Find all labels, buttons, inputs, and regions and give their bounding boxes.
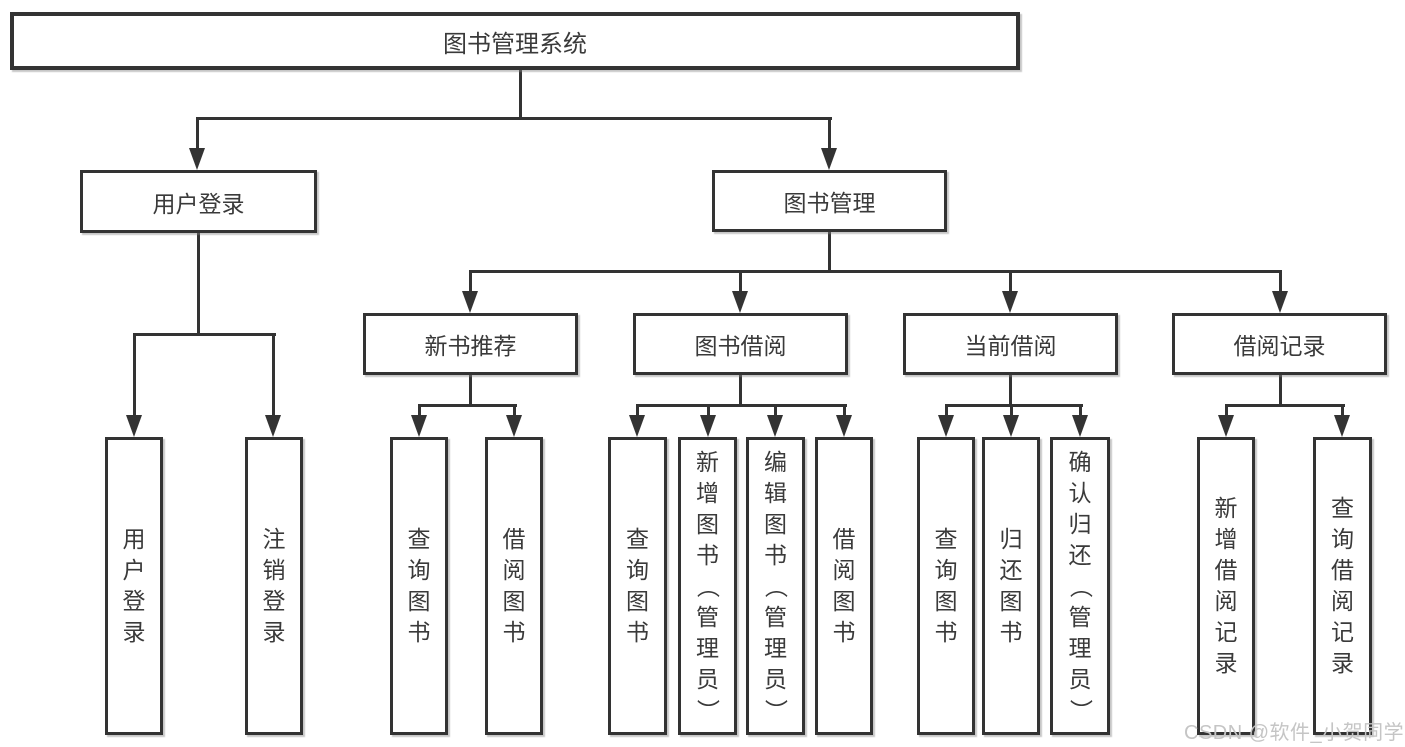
connector-line bbox=[636, 404, 639, 418]
watermark-csdn: CSDN @软件_小贺同学 bbox=[1184, 722, 1405, 744]
node-borrow-records: 借阅记录 bbox=[1172, 313, 1387, 375]
leaf-borrow-books: 借阅图书 bbox=[815, 437, 873, 735]
arrowhead-down-icon bbox=[767, 415, 783, 437]
arrowhead-down-icon bbox=[938, 415, 954, 437]
arrowhead-down-icon bbox=[821, 148, 837, 170]
connector-line bbox=[1279, 375, 1282, 406]
node-book-borrow: 图书借阅 bbox=[633, 313, 848, 375]
connector-line bbox=[272, 333, 275, 417]
arrowhead-down-icon bbox=[836, 415, 852, 437]
connector-line bbox=[418, 404, 517, 407]
connector-line bbox=[828, 232, 831, 272]
connector-line bbox=[1009, 375, 1012, 406]
arrowhead-down-icon bbox=[1002, 291, 1018, 313]
connector-line bbox=[828, 117, 831, 151]
arrowhead-down-icon bbox=[506, 415, 522, 437]
connector-line bbox=[636, 404, 847, 407]
arrowhead-down-icon bbox=[700, 415, 716, 437]
connector-line bbox=[1010, 404, 1013, 418]
connector-line bbox=[945, 404, 948, 418]
connector-line bbox=[945, 404, 1083, 407]
connector-line bbox=[1225, 404, 1228, 418]
arrowhead-down-icon bbox=[411, 415, 427, 437]
arrowhead-down-icon bbox=[126, 415, 142, 437]
connector-line bbox=[469, 270, 472, 294]
leaf-add-books-admin: 新增图书（管理员） bbox=[678, 437, 737, 735]
leaf-query-books-current: 查询图书 bbox=[917, 437, 975, 735]
leaf-user-login: 用户登录 bbox=[105, 437, 163, 735]
leaf-query-borrow-record: 查询借阅记录 bbox=[1313, 437, 1372, 735]
connector-line bbox=[418, 404, 421, 418]
connector-line bbox=[196, 117, 199, 151]
node-new-book-recommend: 新书推荐 bbox=[363, 313, 578, 375]
node-book-management: 图书管理 bbox=[712, 170, 947, 232]
leaf-query-books-borrow: 查询图书 bbox=[608, 437, 667, 735]
arrowhead-down-icon bbox=[189, 148, 205, 170]
connector-line bbox=[469, 270, 1282, 273]
arrowhead-down-icon bbox=[265, 415, 281, 437]
arrowhead-down-icon bbox=[629, 415, 645, 437]
arrowhead-down-icon bbox=[462, 291, 478, 313]
connector-line bbox=[843, 404, 846, 418]
connector-line bbox=[1009, 270, 1012, 294]
connector-line bbox=[739, 270, 742, 294]
connector-line bbox=[774, 404, 777, 418]
leaf-edit-books-admin: 编辑图书（管理员） bbox=[746, 437, 805, 735]
arrowhead-down-icon bbox=[732, 291, 748, 313]
connector-line bbox=[196, 117, 832, 120]
leaf-borrow-books-recommend: 借阅图书 bbox=[485, 437, 543, 735]
node-user-login: 用户登录 bbox=[80, 170, 317, 233]
connector-line bbox=[197, 233, 200, 335]
arrowhead-down-icon bbox=[1072, 415, 1088, 437]
leaf-add-borrow-record: 新增借阅记录 bbox=[1197, 437, 1255, 735]
connector-line bbox=[1079, 404, 1082, 418]
connector-line bbox=[1279, 270, 1282, 294]
leaf-logout-login: 注销登录 bbox=[245, 437, 303, 735]
leaf-return-books: 归还图书 bbox=[982, 437, 1040, 735]
node-current-borrow: 当前借阅 bbox=[903, 313, 1118, 375]
connector-line bbox=[1225, 404, 1345, 407]
connector-line bbox=[519, 70, 522, 119]
leaf-confirm-return-admin: 确认归还（管理员） bbox=[1050, 437, 1110, 735]
node-library-system: 图书管理系统 bbox=[10, 12, 1020, 70]
connector-line bbox=[1341, 404, 1344, 418]
arrowhead-down-icon bbox=[1334, 415, 1350, 437]
connector-line bbox=[133, 333, 276, 336]
connector-line bbox=[133, 333, 136, 417]
arrowhead-down-icon bbox=[1218, 415, 1234, 437]
arrowhead-down-icon bbox=[1272, 291, 1288, 313]
connector-line bbox=[739, 375, 742, 406]
connector-line bbox=[469, 375, 472, 406]
connector-line bbox=[707, 404, 710, 418]
connector-line bbox=[513, 404, 516, 418]
leaf-query-books-recommend: 查询图书 bbox=[390, 437, 448, 735]
arrowhead-down-icon bbox=[1003, 415, 1019, 437]
